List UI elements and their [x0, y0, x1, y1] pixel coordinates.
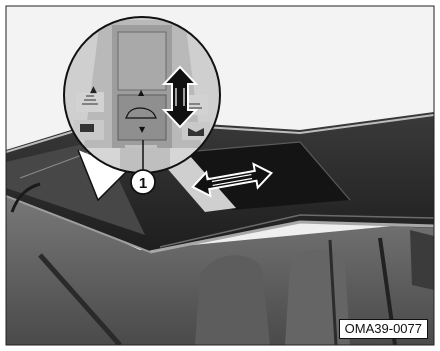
callout-1: 1 — [131, 170, 155, 194]
svg-text:▼: ▼ — [139, 125, 146, 134]
svg-text:▲: ▲ — [138, 88, 145, 97]
figure-code-label: OMA39-0077 — [339, 319, 428, 339]
svg-text:▲: ▲ — [90, 85, 97, 95]
callout-number: 1 — [139, 175, 147, 192]
